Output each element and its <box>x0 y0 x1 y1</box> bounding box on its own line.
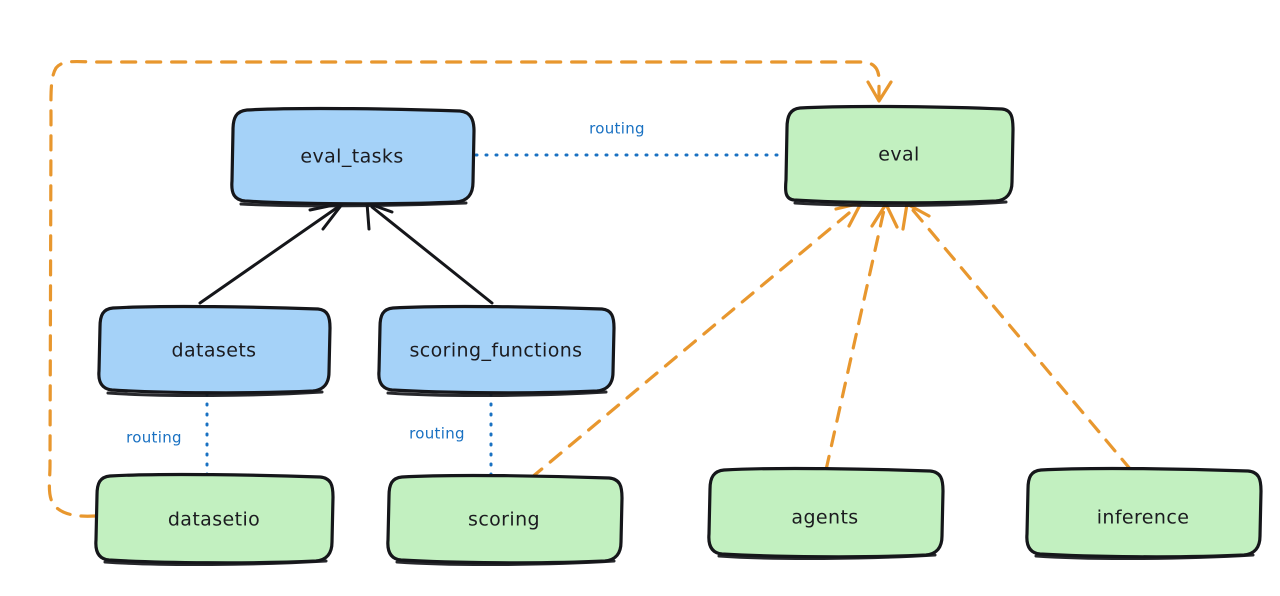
edge-label-routing-datasets-datasetio: routing <box>126 429 182 447</box>
edge-inference-eval <box>901 202 1133 472</box>
node-eval[interactable]: eval <box>783 104 1015 208</box>
node-label-eval_tasks: eval_tasks <box>300 146 403 168</box>
node-datasets[interactable]: datasets <box>97 304 332 398</box>
edge-label-routing-scoring_functions-scoring: routing <box>409 425 465 443</box>
node-scoring[interactable]: scoring <box>386 473 624 567</box>
edge-group-routing-blue <box>205 153 785 479</box>
edge-scoring_functions-eval_tasks <box>365 201 494 305</box>
node-label-inference: inference <box>1097 507 1190 529</box>
node-datasetio[interactable]: datasetio <box>94 472 335 567</box>
edge-datasets-eval_tasks <box>198 201 345 305</box>
node-label-scoring: scoring <box>468 509 540 531</box>
edge-agents-eval <box>824 202 899 472</box>
edge-group-inheritance-black <box>198 201 494 305</box>
node-label-datasetio: datasetio <box>168 509 260 531</box>
edge-label-routing-eval_tasks-eval: routing <box>589 120 645 138</box>
node-inference[interactable]: inference <box>1025 466 1263 561</box>
edge-datasetio-eval <box>47 59 893 518</box>
node-label-datasets: datasets <box>172 340 257 362</box>
node-scoring_functions[interactable]: scoring_functions <box>377 304 616 398</box>
node-label-eval: eval <box>878 144 919 166</box>
node-label-scoring_functions: scoring_functions <box>410 340 583 362</box>
node-agents[interactable]: agents <box>707 466 945 561</box>
node-label-agents: agents <box>791 507 858 529</box>
edge-label-group: routing routing routing <box>126 120 645 447</box>
node-eval_tasks[interactable]: eval_tasks <box>230 106 476 208</box>
